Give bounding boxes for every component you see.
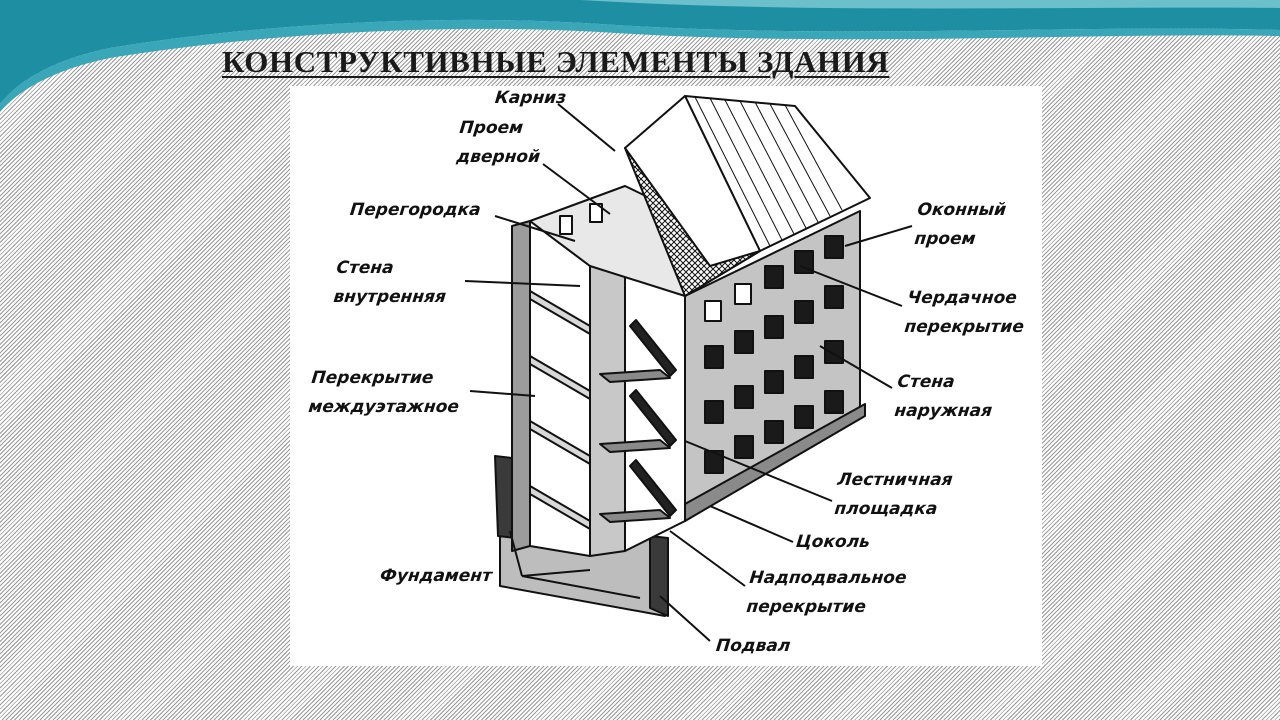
label-tsokol: Цоколь xyxy=(794,528,871,557)
label-okonny-proem-text: Оконный проем xyxy=(913,200,1007,249)
label-karniz: Карниз xyxy=(493,84,567,113)
page-title: КОНСТРУКТИВНЫЕ ЭЛЕМЕНТЫ ЗДАНИЯ xyxy=(222,44,1022,80)
stair-shaft xyxy=(625,256,685,551)
label-stena-naruzhnaya: Стена наружная xyxy=(893,368,997,426)
label-proem-dvernoy: Проем дверной xyxy=(455,114,545,172)
label-fundament: Фундамент xyxy=(378,562,493,591)
label-proem-dvernoy-text: Проем дверной xyxy=(455,118,541,167)
label-peregorodka: Перегородка xyxy=(348,196,482,225)
label-stena-vnutrennyaya-text: Стена внутренняя xyxy=(332,258,447,307)
label-lestnichnaya-ploshchadka: Лестничная площадка xyxy=(833,466,954,524)
label-cherdachnoe-perekrytie-text: Чердачное перекрытие xyxy=(903,288,1024,337)
label-nadpodvalnoe-perekrytie-text: Надподвальное перекрытие xyxy=(745,568,907,617)
label-stena-vnutrennyaya: Стена внутренняя xyxy=(332,254,451,312)
label-stena-naruzhnaya-text: Стена наружная xyxy=(893,372,993,421)
inner-wall xyxy=(590,256,625,556)
label-podval: Подвал xyxy=(714,632,791,661)
diagram-panel: Карниз Проем дверной Перегородка Стена в… xyxy=(290,86,1042,666)
label-perekrytie-mezhduetazhnoe: Перекрытие междуэтажное xyxy=(307,364,464,422)
left-cut-wall xyxy=(512,221,530,551)
label-nadpodvalnoe-perekrytie: Надподвальное перекрытие xyxy=(745,564,908,622)
label-cherdachnoe-perekrytie: Чердачное перекрытие xyxy=(903,284,1028,342)
label-lestnichnaya-ploshchadka-text: Лестничная площадка xyxy=(833,470,953,519)
label-perekrytie-mezhduetazhnoe-text: Перекрытие междуэтажное xyxy=(307,368,460,417)
foundation-right xyxy=(650,536,668,616)
label-okonny-proem: Оконный проем xyxy=(913,196,1008,254)
